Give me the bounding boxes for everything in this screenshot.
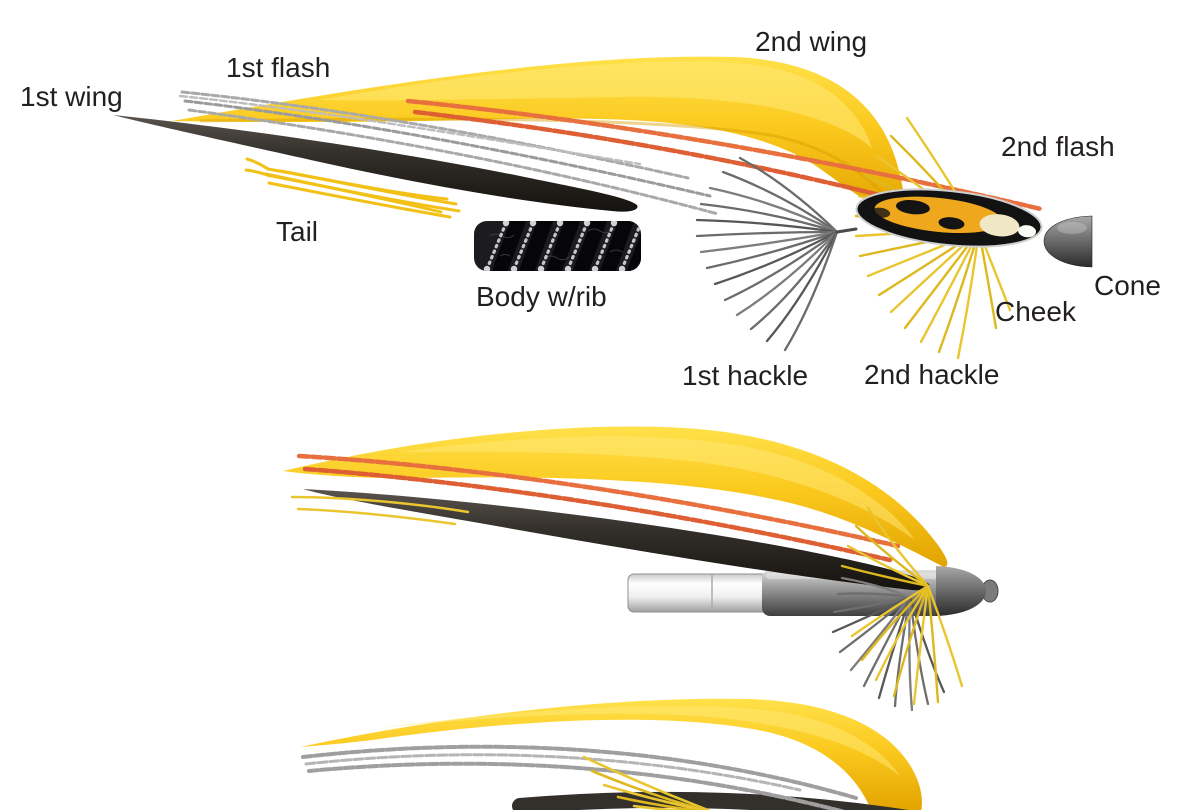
bottom-silver-flash: [301, 744, 858, 810]
assembled-fly-middle: [283, 426, 999, 712]
label-second-wing: 2nd wing: [755, 26, 868, 57]
assembled-fly-bottom: [300, 698, 922, 810]
label-second-hackle: 2nd hackle: [864, 359, 1000, 390]
middle-orange-flash: [296, 453, 901, 563]
first-hackle-fan: [695, 156, 858, 352]
bottom-yellow-wing: [300, 698, 922, 810]
label-first-hackle: 1st hackle: [682, 360, 809, 391]
body-with-rib: [474, 221, 641, 271]
cheek-feather: [855, 188, 1043, 248]
middle-yellow-strands: [290, 495, 470, 526]
label-body-rib: Body w/rib: [476, 281, 607, 312]
label-first-flash: 1st flash: [226, 52, 331, 83]
label-cone: Cone: [1094, 270, 1161, 301]
tail-strands: [244, 157, 461, 219]
first-flash-strands: [178, 90, 720, 216]
cone-shape: [1043, 215, 1093, 268]
bottom-dark-wing: [512, 791, 909, 810]
middle-yellow-hackle: [840, 506, 964, 706]
label-cheek: Cheek: [995, 296, 1076, 327]
first-wing-shape: [113, 115, 638, 212]
label-tail: Tail: [276, 216, 319, 247]
label-first-wing: 1st wing: [20, 81, 123, 112]
exploded-view: [113, 56, 1093, 360]
label-second-flash: 2nd flash: [1001, 131, 1115, 162]
middle-yellow-wing: [283, 426, 948, 567]
bottom-yellow-hackle: [582, 755, 712, 810]
middle-gray-hackle: [831, 576, 946, 712]
middle-dark-wing: [303, 489, 930, 591]
